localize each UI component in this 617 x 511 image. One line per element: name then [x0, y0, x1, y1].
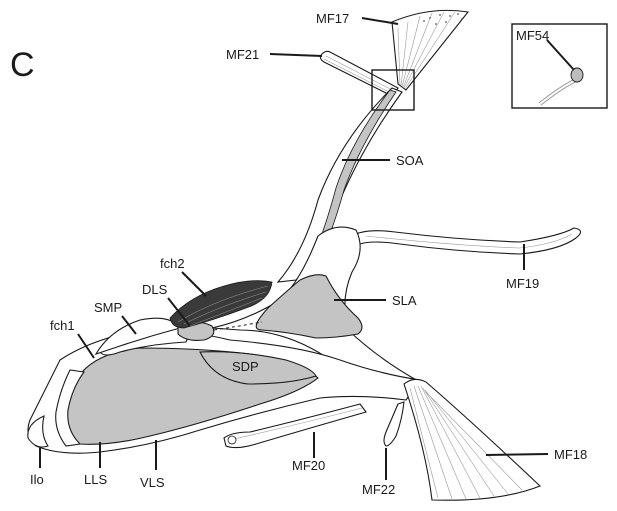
muscle-mf19	[352, 228, 581, 254]
label-mf18: MF18	[554, 447, 587, 462]
muscle-mf22	[384, 402, 404, 446]
muscle-mf17	[392, 10, 468, 90]
label-mf21: MF21	[226, 47, 259, 62]
label-fch1: fch1	[50, 318, 75, 333]
label-mf22: MF22	[362, 482, 395, 497]
label-sla: SLA	[392, 293, 417, 308]
label-fch2: fch2	[160, 256, 185, 271]
label-mf54: MF54	[516, 28, 549, 43]
genital-complex	[28, 227, 420, 453]
muscle-mf21	[320, 51, 398, 96]
inset-mf54: MF54	[512, 24, 607, 108]
label-soa: SOA	[396, 153, 424, 168]
label-smp: SMP	[94, 300, 122, 315]
label-vls: VLS	[140, 475, 165, 490]
label-mf17: MF17	[316, 11, 349, 26]
label-ilo: Ilo	[30, 472, 44, 487]
label-sdp: SDP	[232, 359, 259, 374]
label-lls: LLS	[84, 472, 107, 487]
label-dls: DLS	[142, 282, 168, 297]
muscle-mf18	[404, 379, 540, 500]
panel-letter: C	[10, 46, 35, 85]
label-mf19: MF19	[506, 276, 539, 291]
label-mf20: MF20	[292, 458, 325, 473]
